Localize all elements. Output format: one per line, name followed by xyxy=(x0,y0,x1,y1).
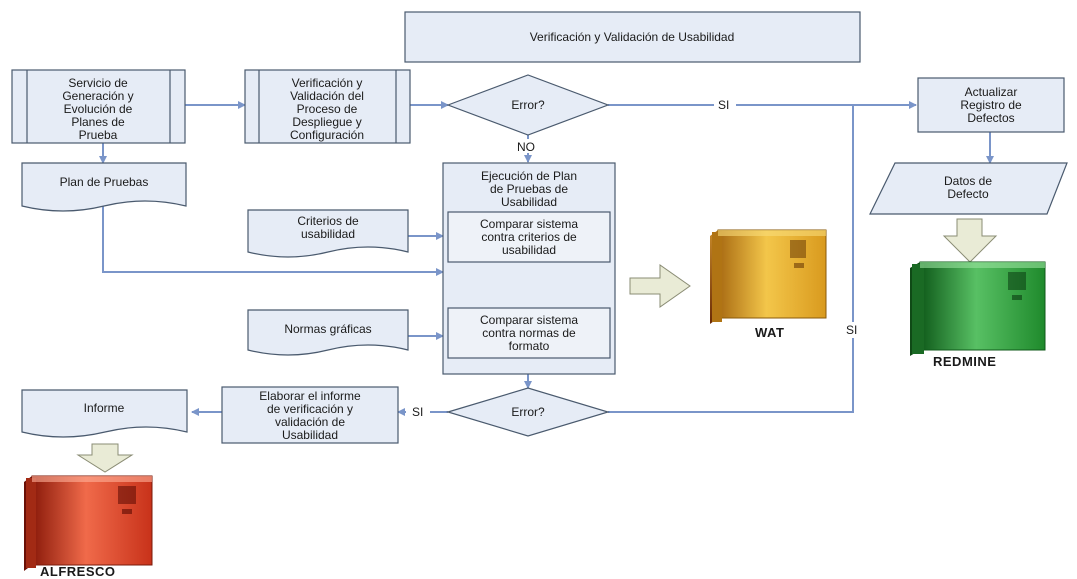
decision-error-bottom: Error? xyxy=(445,387,611,437)
node-label-line: Usabilidad xyxy=(501,195,557,209)
doc-plan-pruebas: Plan de Pruebas xyxy=(21,162,187,212)
redmine-label: REDMINE xyxy=(933,354,996,369)
alfresco-server-icon xyxy=(24,475,153,571)
node-label-line: Prueba xyxy=(79,128,118,142)
node-label-line: Error? xyxy=(511,405,545,419)
node-label-normas: Normas gráficas xyxy=(284,322,371,336)
edge-plan-to-ejecucion xyxy=(102,206,444,276)
wat-server-icon xyxy=(710,229,827,324)
decision-error-top: Error? xyxy=(446,74,610,136)
node-label-line: Error? xyxy=(511,98,545,112)
edge-label-si-top: SI xyxy=(718,98,729,112)
redmine-server-icon xyxy=(910,261,1046,356)
node-label-line: Comparar sistema xyxy=(480,313,578,327)
block-arrow-to-wat xyxy=(629,264,691,308)
node-label-line: Generación y xyxy=(62,89,133,103)
node-label-line: Usabilidad xyxy=(282,428,338,442)
block-arrow-to-alfresco xyxy=(76,443,134,473)
node-label-line: formato xyxy=(509,339,550,353)
node-label-line: Evolución de xyxy=(64,102,133,116)
alfresco-label: ALFRESCO xyxy=(40,564,116,579)
edge-error-bottom-to-loop xyxy=(608,105,854,413)
node-label-error-bottom: Error? xyxy=(511,405,545,419)
node-label-line: Configuración xyxy=(290,128,364,142)
node-label-line: Ejecución de Plan xyxy=(481,169,577,183)
node-label-line: Registro de xyxy=(960,98,1022,112)
node-label-line: Proceso de xyxy=(297,102,358,116)
node-label-line: Validación del xyxy=(290,89,364,103)
node-label-line: Despliegue y xyxy=(292,115,361,129)
title-box: Verificación y Validación de Usabilidad xyxy=(404,11,861,63)
node-label-line: de Pruebas de xyxy=(490,182,568,196)
node-label-line: Normas gráficas xyxy=(284,322,371,336)
node-label-line: de verificación y xyxy=(267,402,353,416)
node-label-line: Datos de xyxy=(944,174,992,188)
node-label-line: Comparar sistema xyxy=(480,217,578,231)
wat-label: WAT xyxy=(755,325,784,340)
node-label-line: Criterios de xyxy=(297,214,359,228)
node-label-line: Elaborar el informe xyxy=(259,389,361,403)
node-label-line: Defecto xyxy=(947,187,989,201)
node-label-line: Actualizar xyxy=(965,85,1018,99)
node-label-line: Servicio de xyxy=(68,76,128,90)
edge-label-si-right: SI xyxy=(846,323,857,337)
node-label-error-top: Error? xyxy=(511,98,545,112)
edges xyxy=(99,101,994,416)
edge-label-si-bottom: SI xyxy=(412,405,423,419)
edge-labels: SI NO SI SI xyxy=(406,97,863,420)
node-label-line: usabilidad xyxy=(301,227,355,241)
node-label-plan-pruebas: Plan de Pruebas xyxy=(60,175,149,189)
node-label-line: contra normas de xyxy=(482,326,576,340)
node-label-line: Defectos xyxy=(967,111,1014,125)
diagram-title: Verificación y Validación de Usabilidad xyxy=(530,30,735,44)
block-arrow-to-redmine xyxy=(942,218,998,263)
node-label-line: Planes de xyxy=(71,115,125,129)
edge-label-no: NO xyxy=(517,140,535,154)
node-label-line: Plan de Pruebas xyxy=(60,175,149,189)
node-label-line: contra criterios de xyxy=(481,230,577,244)
doc-normas: Normas gráficas xyxy=(247,309,409,356)
node-label-line: usabilidad xyxy=(502,243,556,257)
doc-informe: Informe xyxy=(21,389,188,438)
node-label-informe: Informe xyxy=(84,401,125,415)
node-label-line: Verificación y xyxy=(292,76,363,90)
node-label-line: Informe xyxy=(84,401,125,415)
node-label-line: validación de xyxy=(275,415,345,429)
